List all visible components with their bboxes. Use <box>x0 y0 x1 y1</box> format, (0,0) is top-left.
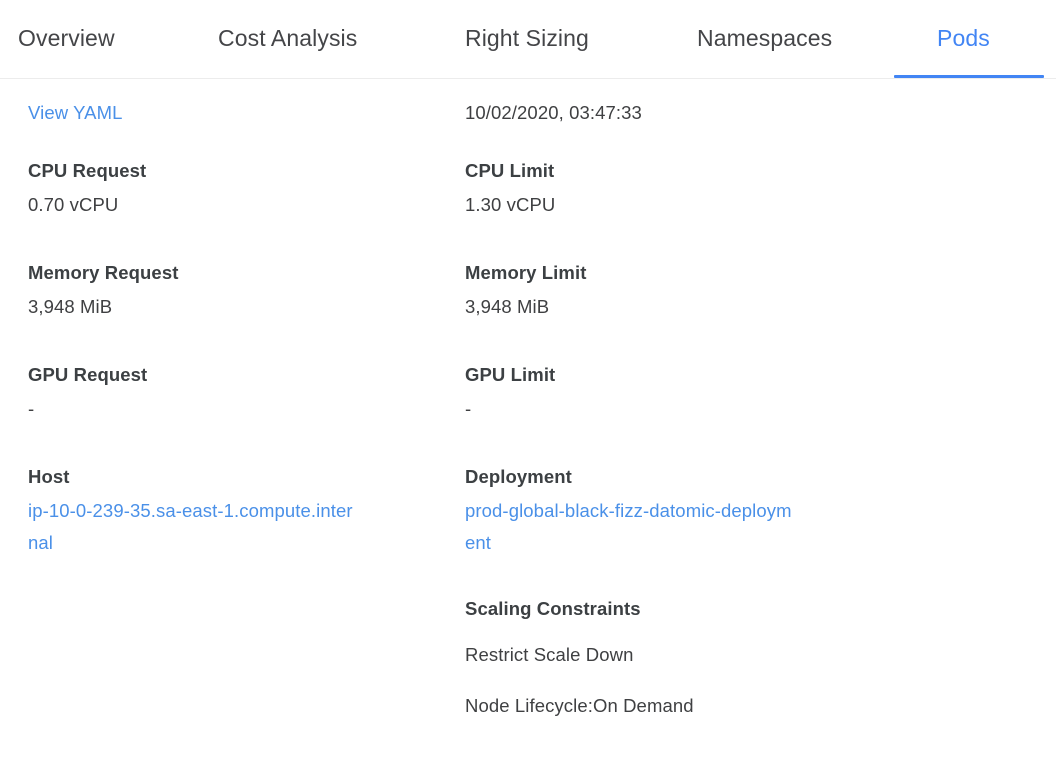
host-label: Host <box>28 466 70 487</box>
tab-overview-label: Overview <box>18 24 115 51</box>
deployment-label: Deployment <box>465 466 572 487</box>
tab-overview[interactable]: Overview <box>18 0 115 76</box>
gpu-request-label: GPU Request <box>28 364 148 385</box>
tab-right-sizing-label: Right Sizing <box>465 24 589 51</box>
gpu-request-value: - <box>28 398 35 419</box>
scaling-constraint-restrict-scale-down: Restrict Scale Down <box>465 644 634 665</box>
field-deployment: Deployment prod-global-black-fizz-datomi… <box>465 465 805 559</box>
tab-pods-label: Pods <box>937 24 990 51</box>
view-yaml-row: View YAML <box>28 97 368 129</box>
tab-cost-analysis[interactable]: Cost Analysis <box>218 0 357 76</box>
host-link[interactable]: ip-10-0-239-35.sa-east-1.compute.interna… <box>28 500 353 553</box>
tab-right-sizing[interactable]: Right Sizing <box>465 0 589 76</box>
field-memory-request: Memory Request 3,948 MiB <box>28 261 368 323</box>
field-gpu-limit: GPU Limit - <box>465 363 805 425</box>
gpu-limit-label: GPU Limit <box>465 364 556 385</box>
field-memory-limit: Memory Limit 3,948 MiB <box>465 261 805 323</box>
scaling-constraints-label: Scaling Constraints <box>465 598 641 619</box>
memory-limit-label: Memory Limit <box>465 262 587 283</box>
cpu-limit-label: CPU Limit <box>465 160 555 181</box>
cpu-request-label: CPU Request <box>28 160 147 181</box>
tab-bar: Overview Cost Analysis Right Sizing Name… <box>0 0 1056 79</box>
tab-list: Overview Cost Analysis Right Sizing Name… <box>0 0 1056 78</box>
pod-timestamp: 10/02/2020, 03:47:33 <box>465 102 642 123</box>
field-scaling-constraints: Scaling Constraints Restrict Scale Down … <box>465 597 805 718</box>
tab-namespaces-label: Namespaces <box>697 24 833 51</box>
deployment-link[interactable]: prod-global-black-fizz-datomic-deploymen… <box>465 500 792 553</box>
cpu-limit-value: 1.30 vCPU <box>465 194 556 215</box>
field-cpu-limit: CPU Limit 1.30 vCPU <box>465 159 805 221</box>
memory-limit-value: 3,948 MiB <box>465 296 550 317</box>
tab-cost-analysis-label: Cost Analysis <box>218 24 358 51</box>
pod-details-panel: View YAML CPU Request 0.70 vCPU Memory R… <box>0 79 1056 758</box>
timestamp-row: 10/02/2020, 03:47:33 <box>465 97 805 129</box>
memory-request-value: 3,948 MiB <box>28 296 113 317</box>
field-host: Host ip-10-0-239-35.sa-east-1.compute.in… <box>28 465 368 559</box>
active-tab-underline <box>894 75 1044 78</box>
memory-request-label: Memory Request <box>28 262 179 283</box>
tab-pods[interactable]: Pods <box>937 0 990 76</box>
cpu-request-value: 0.70 vCPU <box>28 194 119 215</box>
gpu-limit-value: - <box>465 398 472 419</box>
scaling-constraint-node-lifecycle: Node Lifecycle:On Demand <box>465 695 694 716</box>
field-gpu-request: GPU Request - <box>28 363 368 425</box>
field-cpu-request: CPU Request 0.70 vCPU <box>28 159 368 221</box>
tab-namespaces[interactable]: Namespaces <box>697 0 832 76</box>
view-yaml-link[interactable]: View YAML <box>28 102 123 123</box>
